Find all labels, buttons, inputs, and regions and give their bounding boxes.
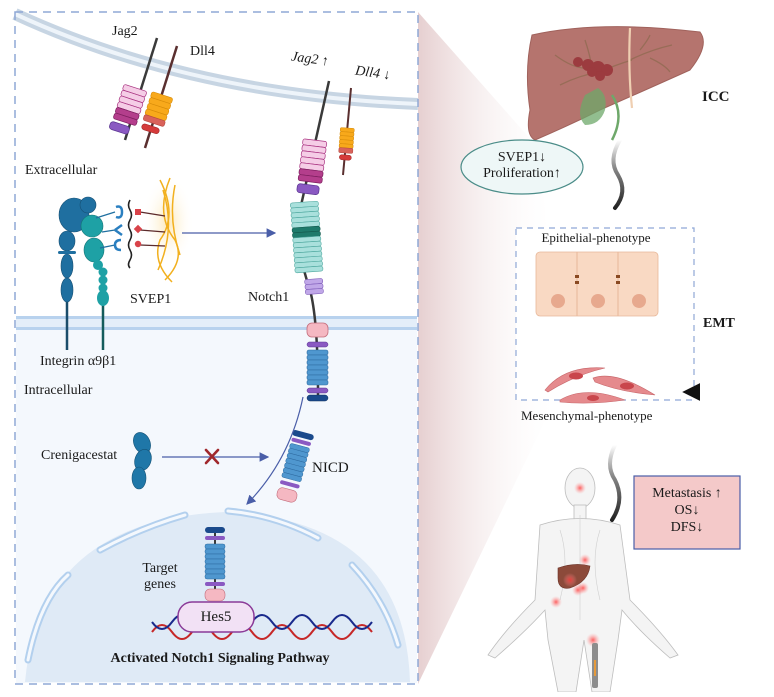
integrin-a9b1 bbox=[58, 196, 124, 350]
outcome-os: OS↓ bbox=[674, 503, 700, 518]
blocked-x-icon bbox=[204, 448, 220, 465]
gallbladder bbox=[580, 88, 606, 125]
ellipse-text: SVEP1↓ Proliferation↑ bbox=[462, 150, 582, 182]
outcome-metastasis: Metastasis ↑ bbox=[652, 486, 722, 501]
label-hes5: Hes5 bbox=[200, 609, 232, 625]
label-integrin: Integrin α9β1 bbox=[40, 354, 117, 369]
label-mesenchymal-phenotype: Mesenchymal-phenotype bbox=[521, 408, 653, 423]
jag2-ligand-right bbox=[296, 80, 331, 211]
ellipse-line-svep1: SVEP1↓ bbox=[497, 150, 547, 165]
label-jag2-left: Jag2 bbox=[112, 24, 138, 39]
label-nicd: NICD bbox=[312, 460, 349, 476]
ellipse-line-proliferation: Proliferation↑ bbox=[483, 166, 561, 182]
label-notch1: Notch1 bbox=[248, 290, 290, 305]
squiggle-arrow-2 bbox=[608, 443, 622, 522]
label-target-genes-line2: genes bbox=[144, 577, 176, 593]
outcome-dfs: DFS↓ bbox=[670, 520, 704, 535]
left-panel bbox=[12, 8, 419, 685]
label-intracellular: Intracellular bbox=[24, 383, 93, 398]
mesenchymal-cells bbox=[544, 367, 656, 404]
squiggle-arrow-1 bbox=[611, 138, 625, 210]
label-icc: ICC bbox=[702, 89, 730, 105]
label-crenigacestat: Crenigacestat bbox=[41, 448, 118, 463]
nuclear-nicd bbox=[204, 527, 226, 602]
svep1-protein bbox=[127, 174, 194, 283]
right-panel bbox=[460, 26, 741, 693]
crenigacestat-molecule bbox=[131, 432, 152, 490]
label-epithelial-phenotype: Epithelial-phenotype bbox=[541, 230, 651, 245]
outcome-box bbox=[633, 475, 741, 550]
label-dll4-left: Dll4 bbox=[190, 44, 215, 59]
liver-illustration bbox=[526, 26, 704, 141]
bile-duct bbox=[610, 94, 620, 141]
nicd-fragment bbox=[276, 429, 314, 503]
hes5-box bbox=[177, 601, 255, 633]
plasma-membrane bbox=[16, 316, 417, 330]
notch1-receptor bbox=[290, 200, 329, 402]
label-extracellular: Extracellular bbox=[25, 163, 98, 178]
jag2-ligand-left bbox=[109, 37, 159, 141]
dll4-ligand-right bbox=[338, 87, 355, 176]
outcome-text: Metastasis ↑ OS↓ DFS↓ bbox=[634, 485, 740, 536]
nicd-translocation-arrow bbox=[246, 396, 304, 505]
upper-cell-membrane bbox=[12, 8, 419, 110]
epithelial-cells bbox=[535, 251, 659, 317]
svep1-proliferation-ellipse bbox=[460, 139, 584, 195]
dll4-ligand-left bbox=[141, 45, 179, 149]
tumor bbox=[573, 57, 613, 81]
label-svep1: SVEP1 bbox=[130, 292, 172, 307]
left-panel-border bbox=[14, 11, 419, 685]
pathway-title: Activated Notch1 Signaling Pathway bbox=[110, 651, 330, 666]
label-target-genes: Target genes bbox=[135, 561, 185, 593]
label-emt: EMT bbox=[703, 316, 735, 331]
bone-marrow bbox=[594, 660, 596, 676]
label-target-genes-line1: Target bbox=[142, 561, 178, 576]
